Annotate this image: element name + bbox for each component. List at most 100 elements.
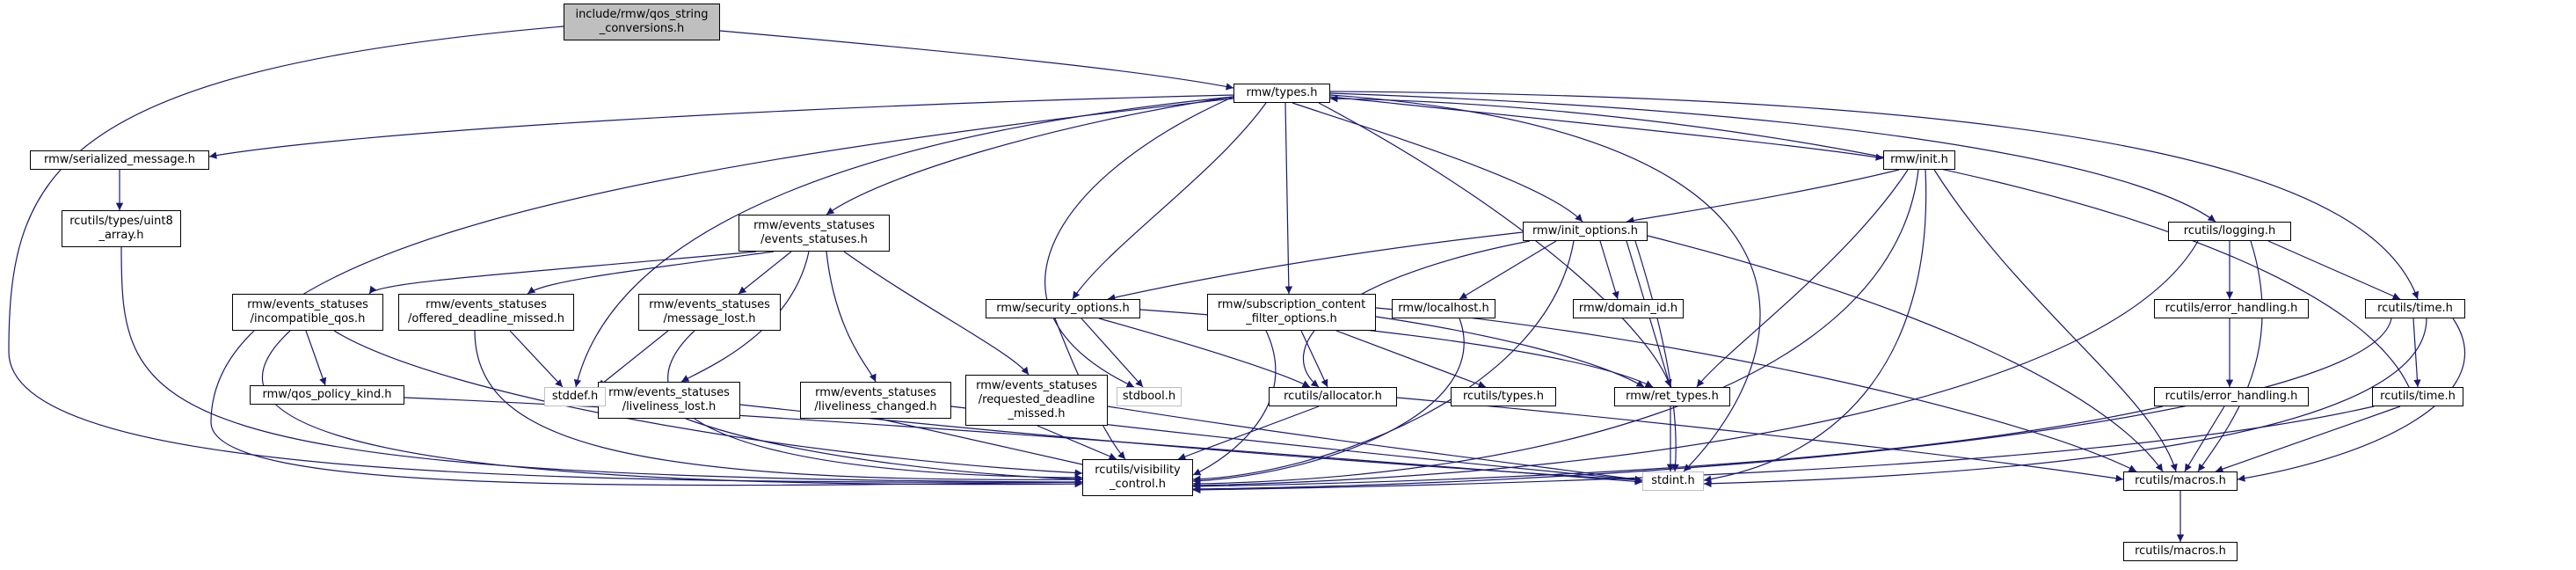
node-rcutils-macros-b[interactable]: rcutils/macros.h (2123, 542, 2238, 561)
edge-types-to-time-a (1329, 91, 2420, 300)
edge-types-to-security (1072, 102, 1267, 300)
node-rcutils-allocator[interactable]: rcutils/allocator.h (1269, 387, 1397, 406)
node-rcutils-macros-a[interactable]: rcutils/macros.h (2123, 471, 2238, 491)
edge-events-to-incompat (368, 251, 757, 295)
node-stdint: stdint.h (1642, 471, 1704, 491)
node-rmw-types[interactable]: rmw/types.h (1233, 84, 1330, 103)
edge-types-to-stdbool (1044, 96, 1234, 388)
edge-offered-to-stddef (509, 330, 564, 388)
node-message-lost[interactable]: rmw/events_statuses /message_lost.h (638, 294, 781, 331)
edge-time-a-to-time-b (2412, 318, 2421, 388)
edge-livchanged-to-vis (878, 418, 1091, 469)
edge-incompat-to-qospolicy (305, 330, 327, 386)
edge-events-to-livchanged (826, 251, 877, 383)
node-stddef: stddef.h (544, 387, 606, 406)
edge-initopts-to-vis (1192, 240, 1575, 483)
edge-logging-to-time-a (2267, 240, 2401, 300)
edge-types-to-events (826, 96, 1234, 216)
edge-security-to-stdbool (1081, 318, 1144, 388)
node-rcutils-types[interactable]: rcutils/types.h (1451, 387, 1556, 406)
node-subscription-content-filter-options[interactable]: rmw/subscription_content _filter_options… (1207, 294, 1376, 331)
edge-errorb-to-vis (1192, 406, 2164, 491)
edge-events-to-msglost (738, 251, 792, 295)
node-liveliness-lost[interactable]: rmw/events_statuses /liveliness_lost.h (598, 382, 740, 419)
edge-msglost-to-stddef (597, 330, 669, 388)
edge-allocator-to-macros (1396, 397, 2124, 482)
edge-allocator-to-vis (1177, 406, 1320, 460)
edge-requested-to-stdint (1107, 406, 1643, 484)
edge-logging-to-macros (2197, 240, 2263, 472)
edge-time-a-to-macros (2237, 318, 2466, 482)
edge-errorb-to-macros (2184, 406, 2225, 472)
node-qos-policy-kind[interactable]: rmw/qos_policy_kind.h (250, 385, 404, 405)
node-rcutils-time-b[interactable]: rcutils/time.h (2372, 387, 2463, 406)
node-localhost[interactable]: rmw/localhost.h (1392, 299, 1495, 318)
edge-incompat-to-vis (261, 330, 1083, 488)
edge-qos-to-vis (8, 26, 1083, 486)
node-offered-deadline-missed[interactable]: rmw/events_statuses /offered_deadline_mi… (398, 294, 574, 331)
edge-initopts-to-stdint (1634, 240, 1679, 472)
edge-subfilter-to-allocator (1300, 330, 1328, 388)
edge-qos-to-types (719, 30, 1234, 91)
node-ret-types[interactable]: rmw/ret_types.h (1614, 387, 1730, 406)
node-liveliness-changed[interactable]: rmw/events_statuses /liveliness_changed.… (800, 382, 951, 419)
edge-types-to-rettypes (1318, 102, 1672, 388)
edge-types-to-vis (210, 98, 1234, 486)
edge-time-b-to-macros (2215, 406, 2401, 473)
edge-events-to-offered (527, 251, 775, 295)
edge-types-to-init (1329, 96, 1884, 161)
edge-types-to-initopts (1292, 102, 1583, 223)
edge-types-to-logging (1329, 92, 2216, 223)
node-events-statuses[interactable]: rmw/events_statuses /events_statuses.h (739, 215, 890, 252)
edge-subfilter-to-rettypes (1375, 316, 1645, 388)
edge-types-to-stdint (1329, 94, 1761, 472)
node-qos-string-conversions: include/rmw/qos_string _conversions.h (564, 4, 720, 40)
edge-types-to-serialized (208, 94, 1234, 159)
edge-msglost-to-vis (667, 330, 1083, 482)
edge-init-to-stdint (1703, 169, 1927, 483)
node-rmw-init[interactable]: rmw/init.h (1883, 150, 1955, 170)
edge-types-to-stddef (573, 96, 1234, 388)
edge-init-to-initopts (1626, 169, 1900, 224)
edge-initopts-to-security (1107, 231, 1524, 302)
edge-offered-to-vis (474, 330, 1083, 484)
edge-livlost-to-vis (685, 418, 1083, 483)
edge-initopts-to-domainid (1599, 240, 1619, 300)
node-error-handling-a[interactable]: rcutils/error_handling.h (2154, 299, 2309, 318)
node-stdbool: stdbool.h (1117, 387, 1182, 406)
edge-subfilter-to-types (1335, 330, 1487, 388)
edge-initopts-to-localhost (1459, 240, 1557, 300)
node-domain-id[interactable]: rmw/domain_id.h (1573, 299, 1684, 318)
node-init-options[interactable]: rmw/init_options.h (1523, 222, 1648, 241)
edge-requested-to-vis (1037, 425, 1117, 460)
edge-subfilter-to-vis (1192, 330, 1277, 476)
edge-subfilter-to-macros (1375, 307, 2137, 472)
edge-events-to-requested (843, 251, 1030, 376)
node-requested-deadline-missed[interactable]: rmw/events_statuses /requested_deadline … (965, 375, 1108, 426)
edge-init-to-macros (1933, 169, 2178, 472)
edge-time-a-to-stdint (1703, 318, 2427, 487)
node-incompatible-qos[interactable]: rmw/events_statuses /incompatible_qos.h (232, 294, 383, 331)
edge-time-b-to-types (1329, 94, 2410, 388)
node-rcutils-logging[interactable]: rcutils/logging.h (2168, 222, 2291, 241)
edge-security-to-allocator (1098, 318, 1311, 388)
node-error-handling-b[interactable]: rcutils/error_handling.h (2154, 387, 2309, 406)
edge-events-to-livlost (680, 251, 810, 383)
node-visibility-control[interactable]: rcutils/visibility _control.h (1082, 459, 1193, 496)
node-uint8-array[interactable]: rcutils/types/uint8 _array.h (62, 210, 181, 247)
node-security-options[interactable]: rmw/security_options.h (986, 299, 1140, 318)
edge-time-a-to-vis (1192, 318, 2392, 493)
edge-types-to-subfilter (1284, 102, 1293, 295)
edge-initopts-to-macros (1647, 235, 2164, 472)
edge-logging-to-vis (1192, 240, 2199, 490)
edge-uint8-to-vis (120, 246, 1083, 486)
node-serialized-message[interactable]: rmw/serialized_message.h (30, 150, 209, 170)
edge-init-to-vis (1192, 169, 1919, 488)
edge-init-to-rettypes (1696, 169, 1909, 388)
node-rcutils-time-a[interactable]: rcutils/time.h (2365, 299, 2465, 318)
edge-localhost-to-vis (1192, 318, 1465, 485)
edge-incompat-to-vis2 (333, 330, 1083, 477)
edge-time-b-to-vis (1192, 406, 2375, 494)
